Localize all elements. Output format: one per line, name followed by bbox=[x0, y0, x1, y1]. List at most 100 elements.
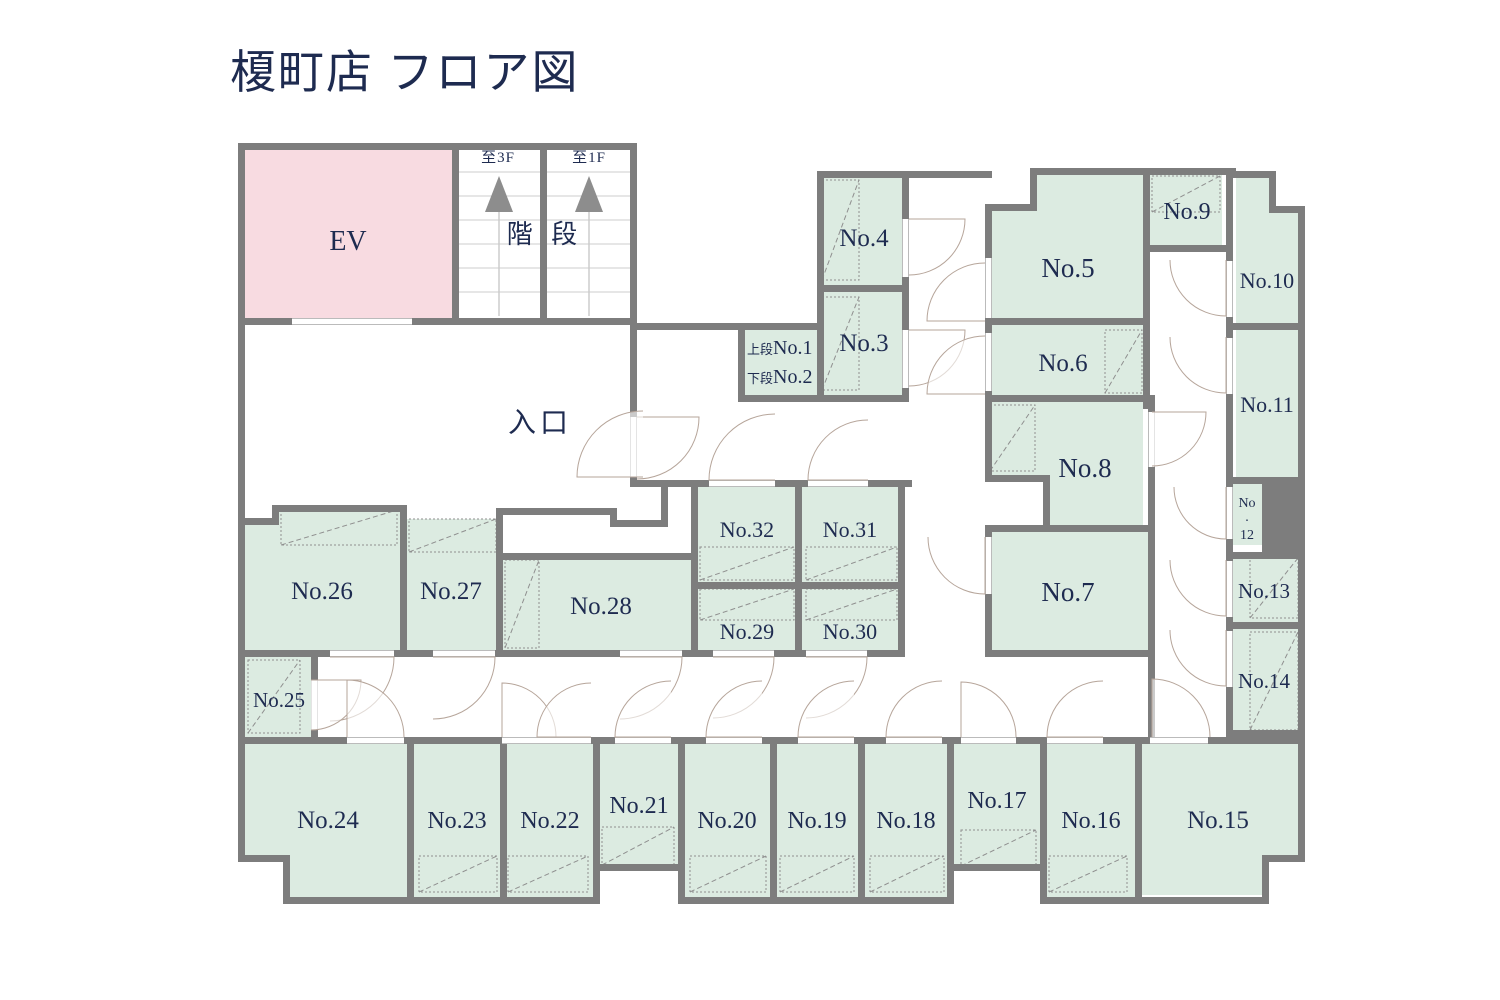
room-no1-2 bbox=[745, 330, 817, 395]
room-no5 bbox=[992, 175, 1143, 318]
loft-diagonal-no22 bbox=[507, 855, 589, 893]
wall-segment bbox=[947, 737, 954, 871]
door-swing-arc bbox=[885, 680, 943, 738]
room-no6 bbox=[992, 325, 1143, 395]
wall-segment bbox=[1229, 730, 1305, 737]
wall-segment bbox=[496, 553, 698, 560]
wall-segment bbox=[678, 864, 685, 904]
room-label-no25: No.25 bbox=[253, 688, 305, 712]
door-swing-arc bbox=[708, 413, 776, 481]
loft-box-no23 bbox=[418, 855, 498, 893]
room-label-no28: No.28 bbox=[570, 593, 632, 620]
door-opening bbox=[886, 737, 942, 744]
wall-segment bbox=[858, 737, 865, 904]
loft-diagonal-no16 bbox=[1048, 855, 1128, 893]
wall-segment bbox=[1040, 897, 1265, 904]
loft-diagonal-no8 bbox=[989, 404, 1036, 472]
door-swing-arc bbox=[1046, 680, 1104, 738]
loft-diagonal-no14 bbox=[1249, 631, 1299, 731]
door-opening bbox=[1226, 261, 1233, 317]
door-swing-arc bbox=[1151, 678, 1211, 738]
door-opening bbox=[1226, 631, 1233, 687]
door-opening bbox=[798, 737, 854, 744]
wall-segment bbox=[496, 512, 503, 657]
door-opening bbox=[808, 480, 868, 487]
room-no9 bbox=[1150, 175, 1222, 245]
wall-segment bbox=[496, 508, 617, 515]
loft-diagonal-no13 bbox=[1249, 557, 1299, 619]
stairs-label: 階 段 bbox=[507, 220, 584, 249]
room-label-no19: No.19 bbox=[787, 808, 846, 834]
wall-segment bbox=[593, 737, 600, 871]
to-3f-label: 至3F bbox=[481, 150, 515, 166]
door-opening bbox=[985, 258, 992, 318]
wall-segment bbox=[691, 480, 698, 657]
wall-segment bbox=[1043, 475, 1050, 532]
wall-segment bbox=[947, 864, 954, 904]
wall-segment bbox=[238, 143, 245, 862]
room-label-no6: No.6 bbox=[1038, 350, 1087, 377]
door-swing-arc bbox=[576, 410, 644, 478]
room-label-no15: No.15 bbox=[1187, 807, 1249, 834]
loft-diagonal-no30 bbox=[805, 588, 898, 621]
no1-label: 上段No.1 bbox=[747, 337, 812, 359]
room-label-ev: EV bbox=[329, 226, 366, 257]
wall-segment bbox=[1269, 206, 1305, 213]
wall-segment bbox=[407, 737, 414, 904]
room-no22 bbox=[507, 744, 593, 897]
page-title: 榎町店 フロア図 bbox=[230, 47, 580, 98]
room-no19 bbox=[777, 744, 858, 897]
wall-segment bbox=[678, 897, 954, 904]
wall-segment bbox=[272, 505, 279, 525]
room-no16 bbox=[1047, 744, 1135, 897]
wall-segment bbox=[593, 864, 600, 904]
room-no14 bbox=[1233, 629, 1298, 730]
loft-diagonal-no25 bbox=[247, 659, 301, 734]
wall-segment bbox=[770, 737, 777, 904]
door-opening bbox=[985, 537, 992, 594]
room-no15 bbox=[1142, 744, 1298, 895]
room-label-no23: No.23 bbox=[427, 808, 486, 834]
door-opening bbox=[330, 650, 394, 657]
room-label-no21: No.21 bbox=[609, 793, 668, 819]
loft-diagonal-no6 bbox=[1104, 329, 1143, 394]
wall-segment bbox=[817, 171, 909, 178]
wall-segment bbox=[1040, 864, 1047, 904]
door-opening bbox=[537, 737, 591, 744]
wall-segment bbox=[985, 395, 992, 482]
loft-diagonal-no20 bbox=[689, 855, 767, 893]
room-no3 bbox=[824, 292, 902, 395]
room-label-no31: No.31 bbox=[823, 517, 877, 542]
wall-segment bbox=[1229, 171, 1276, 178]
wall-segment bbox=[1143, 245, 1233, 252]
door-swing-arc bbox=[1151, 411, 1207, 467]
wall-segment bbox=[540, 143, 547, 325]
room-label-no20: No.20 bbox=[697, 808, 756, 834]
room-label-no29: No.29 bbox=[720, 619, 774, 644]
loft-diagonal-no29 bbox=[699, 588, 795, 621]
wall-segment bbox=[1229, 323, 1305, 330]
door-opening bbox=[1148, 412, 1155, 467]
loft-box-no20 bbox=[689, 855, 767, 893]
door-swing-arc bbox=[432, 656, 496, 720]
room-no13 bbox=[1233, 559, 1298, 622]
wall-segment bbox=[1030, 168, 1150, 175]
wall-segment bbox=[985, 475, 1050, 482]
door-swing-arc bbox=[346, 679, 405, 738]
wall-segment bbox=[817, 285, 909, 292]
wall-segment bbox=[902, 171, 992, 178]
wall-segment bbox=[1143, 168, 1236, 175]
door-swing-arc bbox=[927, 536, 986, 595]
room-no8 bbox=[992, 402, 1143, 525]
wall-segment bbox=[272, 505, 407, 512]
room-ev bbox=[245, 150, 452, 318]
door-swing-arc bbox=[926, 262, 986, 322]
loft-box-no9 bbox=[1151, 175, 1221, 213]
loft-box-no16 bbox=[1048, 855, 1128, 893]
door-opening bbox=[1150, 737, 1208, 744]
door-opening bbox=[502, 737, 556, 744]
loft-box-no6 bbox=[1104, 329, 1143, 394]
loft-box-no19 bbox=[779, 855, 855, 893]
room-no4 bbox=[824, 178, 902, 285]
room-no21 bbox=[600, 744, 678, 871]
